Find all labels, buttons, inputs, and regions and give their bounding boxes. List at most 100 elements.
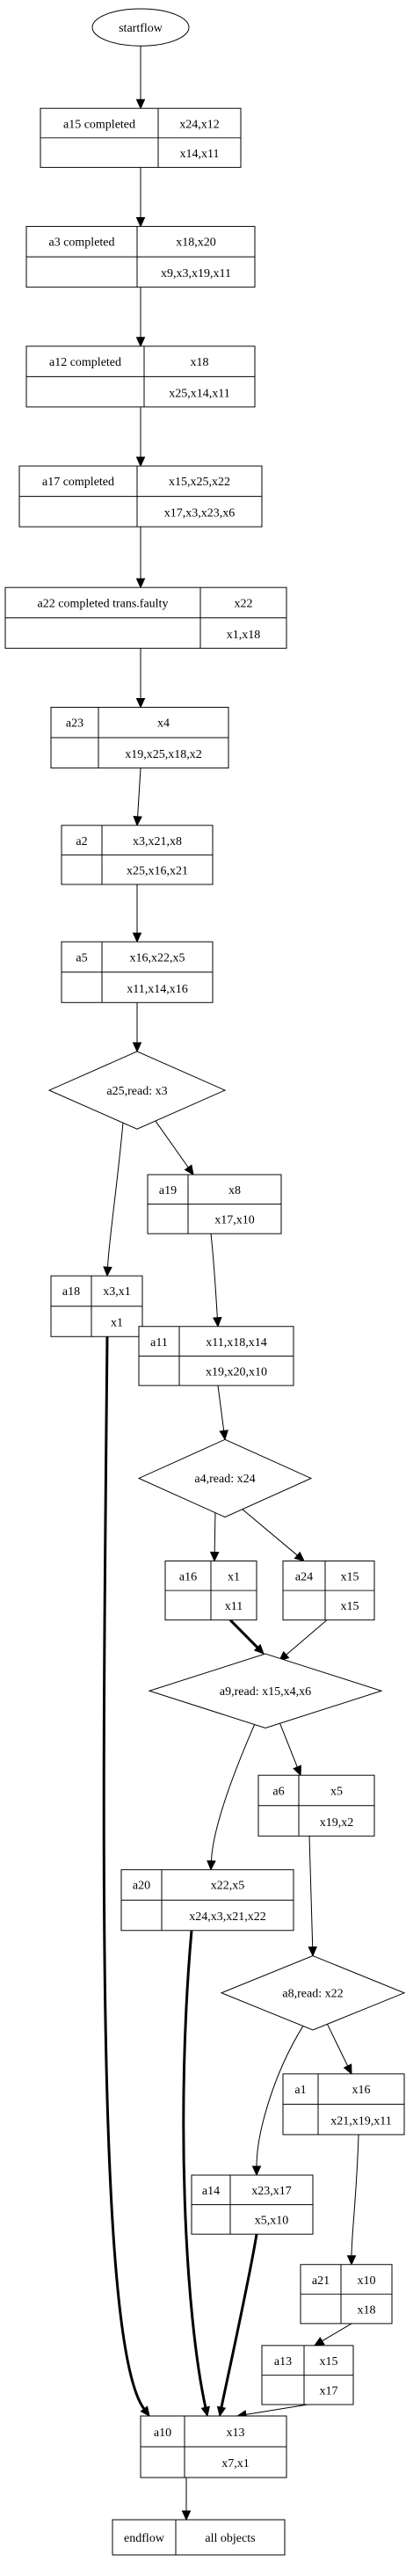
edge-line bbox=[210, 1233, 218, 1318]
edge-line bbox=[220, 2233, 258, 2408]
start-node: startflow bbox=[91, 8, 190, 47]
node-a16-top: x1 bbox=[228, 1571, 240, 1584]
node-a5-bottom: x11,x14,x16 bbox=[127, 983, 187, 996]
edge-arrowhead bbox=[279, 1650, 290, 1662]
decision-a9-label: a9,read: x15,x4,x6 bbox=[220, 1685, 311, 1699]
edge-arrowhead bbox=[132, 1042, 142, 1053]
node-a17-name: a17 completed bbox=[42, 476, 114, 489]
node-a13-bottom: x17 bbox=[320, 2384, 338, 2398]
node-a24-top: x15 bbox=[341, 1571, 359, 1584]
node-a16-name: a16 bbox=[179, 1571, 197, 1584]
node-a12-name: a12 completed bbox=[49, 356, 121, 369]
node-a2-bottom: x25,x16,x21 bbox=[127, 864, 188, 877]
node-a3-top: x18,x20 bbox=[176, 236, 216, 250]
edge-arrowhead bbox=[135, 456, 146, 468]
node-a6-top: x5 bbox=[330, 1785, 343, 1798]
node-a3-name: a3 completed bbox=[48, 236, 114, 250]
node-a24: a24 x15 x15 bbox=[282, 1561, 375, 1621]
node-a15-name: a15 completed bbox=[63, 118, 135, 131]
node-a20: a20 x22,x5 x24,x3,x21,x22 bbox=[120, 1869, 294, 1932]
node-a20-name: a20 bbox=[133, 1880, 150, 1893]
node-a2: a2 x3,x21,x8 x25,x16,x21 bbox=[61, 825, 214, 885]
edge-line bbox=[210, 1723, 256, 1861]
edge-line bbox=[228, 1619, 259, 1648]
decision-a9: a9,read: x15,x4,x6 bbox=[148, 1653, 383, 1728]
node-a11: a11 x11,x18,x14 x19,x20,x10 bbox=[138, 1326, 294, 1386]
node-a17: a17 completed x15,x25,x22 x17,x3,x23,x6 bbox=[18, 465, 263, 528]
edge-arrowhead bbox=[308, 1946, 317, 1957]
node-a18-top: x3,x1 bbox=[103, 1285, 131, 1299]
edge-line bbox=[245, 2404, 308, 2415]
decision-a25: a25,read: x3 bbox=[47, 1051, 227, 1130]
node-a24-bottom: x15 bbox=[341, 1600, 359, 1613]
node-a22-name: a22 completed trans.faulty bbox=[38, 597, 169, 610]
edge-line bbox=[106, 1122, 124, 1268]
node-a3: a3 completed x18,x20 x9,x3,x19,x11 bbox=[25, 226, 256, 288]
node-a12: a12 completed x18 x25,x14,x11 bbox=[25, 346, 256, 408]
edge-arrowhead bbox=[103, 1266, 112, 1277]
node-a23-top: x4 bbox=[157, 717, 170, 731]
edge-line bbox=[256, 2025, 304, 2167]
edge-arrowhead bbox=[253, 1643, 265, 1655]
edge-line bbox=[279, 1721, 298, 1768]
node-a16: a16 x1 x11 bbox=[164, 1561, 257, 1621]
edge-arrowhead bbox=[135, 578, 146, 589]
node-a5-top: x16,x22,x5 bbox=[130, 951, 185, 964]
node-a3-bottom: x9,x3,x19,x11 bbox=[161, 267, 231, 280]
node-a23-bottom: x19,x25,x18,x2 bbox=[125, 748, 202, 761]
node-a20-top: x22,x5 bbox=[211, 1880, 245, 1893]
node-a16-bottom: x11 bbox=[225, 1600, 243, 1613]
node-a11-top: x11,x18,x14 bbox=[206, 1336, 266, 1350]
node-a1: a1 x16 x21,x19,x11 bbox=[282, 2073, 405, 2136]
node-a21: a21 x10 x18 bbox=[300, 2264, 393, 2325]
edge-arrowhead bbox=[135, 98, 146, 110]
node-a5: a5 x16,x22,x5 x11,x14,x16 bbox=[61, 941, 214, 1003]
node-a23: a23 x4 x19,x25,x18,x2 bbox=[50, 706, 229, 769]
edge-arrowhead bbox=[219, 1430, 228, 1441]
edge-arrowhead bbox=[132, 932, 142, 943]
node-a21-name: a21 bbox=[312, 2274, 330, 2288]
node-a18: a18 x3,x1 x1 bbox=[50, 1275, 143, 1337]
node-a1-top: x16 bbox=[352, 2084, 371, 2097]
node-a21-bottom: x18 bbox=[358, 2303, 376, 2317]
node-a11-bottom: x19,x20,x10 bbox=[206, 1365, 267, 1379]
edge-arrowhead bbox=[207, 1859, 216, 1871]
edge-line bbox=[102, 1336, 146, 2410]
edge-line bbox=[182, 1930, 207, 2408]
node-a10-name: a10 bbox=[154, 2427, 171, 2440]
edge-line bbox=[326, 2023, 349, 2067]
node-a19-top: x8 bbox=[228, 1184, 241, 1197]
node-a11-name: a11 bbox=[150, 1336, 168, 1350]
node-a14-name: a14 bbox=[202, 2185, 220, 2198]
node-a18-name: a18 bbox=[62, 1285, 80, 1299]
edge-line bbox=[217, 1385, 225, 1431]
node-a17-top: x15,x25,x22 bbox=[169, 476, 230, 489]
decision-a8: a8,read: x22 bbox=[220, 1955, 406, 2031]
edge-arrowhead bbox=[181, 2510, 192, 2521]
edge-arrowhead bbox=[135, 217, 146, 228]
edge-line bbox=[351, 2134, 359, 2256]
node-a12-top: x18 bbox=[191, 356, 209, 369]
edge-line bbox=[241, 1508, 298, 1556]
node-a13-name: a13 bbox=[274, 2355, 292, 2369]
node-a13-top: x15 bbox=[320, 2355, 338, 2369]
node-a20-bottom: x24,x3,x21,x22 bbox=[189, 1910, 266, 1924]
node-a6-bottom: x19,x2 bbox=[320, 1816, 354, 1830]
edge-arrowhead bbox=[216, 2405, 227, 2418]
edge-arrowhead bbox=[133, 815, 142, 827]
node-a14-bottom: x5,x10 bbox=[255, 2215, 289, 2228]
node-a22-bottom: x1,x18 bbox=[227, 629, 261, 642]
node-a14: a14 x23,x17 x5,x10 bbox=[191, 2174, 314, 2235]
edge-line bbox=[286, 1619, 328, 1655]
end-name: endflow bbox=[124, 2532, 165, 2545]
node-a1-name: a1 bbox=[294, 2084, 306, 2097]
node-layer: startflow a15 completed x24,x12 x14,x11 … bbox=[4, 8, 406, 2556]
edge-arrowhead bbox=[251, 2165, 262, 2177]
node-a19-bottom: x17,x10 bbox=[214, 1214, 255, 1227]
edge-arrowhead bbox=[135, 697, 146, 709]
decision-a4-label: a4,read: x24 bbox=[194, 1473, 255, 1486]
node-a18-bottom: x1 bbox=[111, 1317, 123, 1330]
node-a15: a15 completed x24,x12 x14,x11 bbox=[40, 107, 242, 168]
